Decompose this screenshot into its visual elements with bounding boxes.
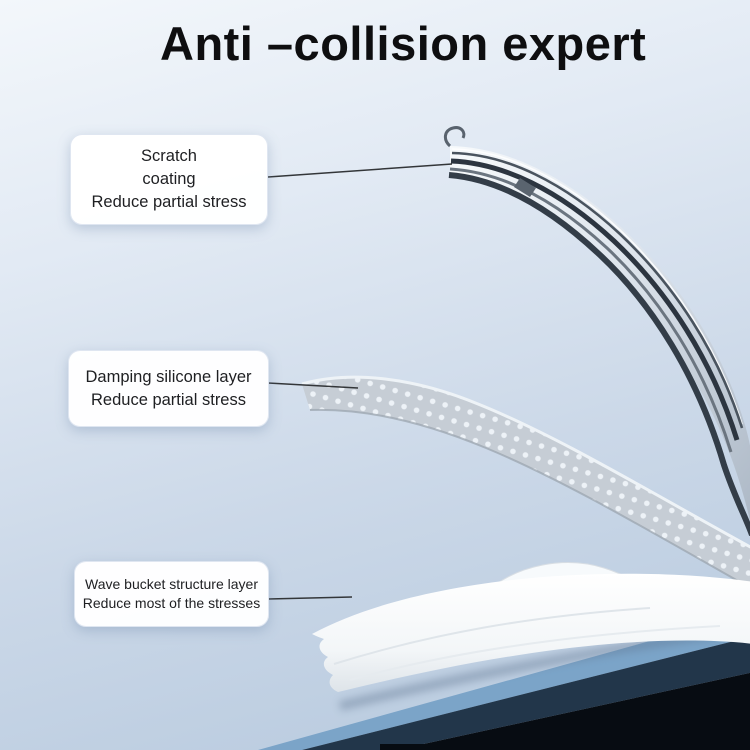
metal-notch bbox=[514, 178, 536, 197]
wave-surface-contour bbox=[333, 607, 651, 665]
metal-stripe bbox=[448, 172, 750, 537]
leader-line-scratch-coating bbox=[267, 163, 453, 178]
metal-tip-curl bbox=[444, 126, 466, 148]
callout-line: coating bbox=[142, 170, 196, 189]
leader-line-damping-silicone bbox=[267, 382, 359, 389]
phone-frame-navy bbox=[302, 637, 750, 750]
callout-card-scratch-coating: Scratch coating Reduce partial stress bbox=[70, 134, 268, 225]
callout-line: Scratch bbox=[141, 147, 197, 166]
metal-stripe bbox=[449, 167, 733, 453]
metal-stripe bbox=[450, 158, 740, 441]
callout-line: Wave bucket structure layer bbox=[85, 575, 258, 592]
leader-line-wave-bucket bbox=[267, 596, 353, 600]
callout-line: Reduce most of the stresses bbox=[82, 595, 261, 611]
callout-card-wave-bucket: Wave bucket structure layer Reduce most … bbox=[74, 561, 269, 627]
metal-highlight-stripe bbox=[451, 148, 743, 425]
mesh-top-edge bbox=[301, 375, 750, 549]
phone-bottom-black bbox=[380, 744, 750, 750]
wave-bucket-structure-layer bbox=[312, 562, 750, 692]
phone-screen-black bbox=[396, 672, 750, 750]
phone-body bbox=[258, 613, 750, 750]
metal-stripe bbox=[451, 151, 744, 429]
leader-lines bbox=[267, 163, 453, 600]
phone-edge-gleam bbox=[258, 613, 750, 750]
wave-surface-contour bbox=[349, 625, 721, 681]
damping-silicone-mesh-layer bbox=[301, 375, 750, 589]
scratch-coating-layer bbox=[444, 126, 750, 537]
page-title: Anti –collision expert bbox=[160, 17, 647, 70]
mesh-holes bbox=[302, 377, 750, 588]
mesh-bottom-edge bbox=[309, 408, 750, 589]
callout-line: Reduce partial stress bbox=[91, 192, 247, 211]
callout-line: Reduce partial stress bbox=[91, 390, 246, 409]
callout-card-damping-silicone: Damping silicone layer Reduce partial st… bbox=[68, 350, 269, 427]
callout-line: Damping silicone layer bbox=[85, 367, 252, 386]
